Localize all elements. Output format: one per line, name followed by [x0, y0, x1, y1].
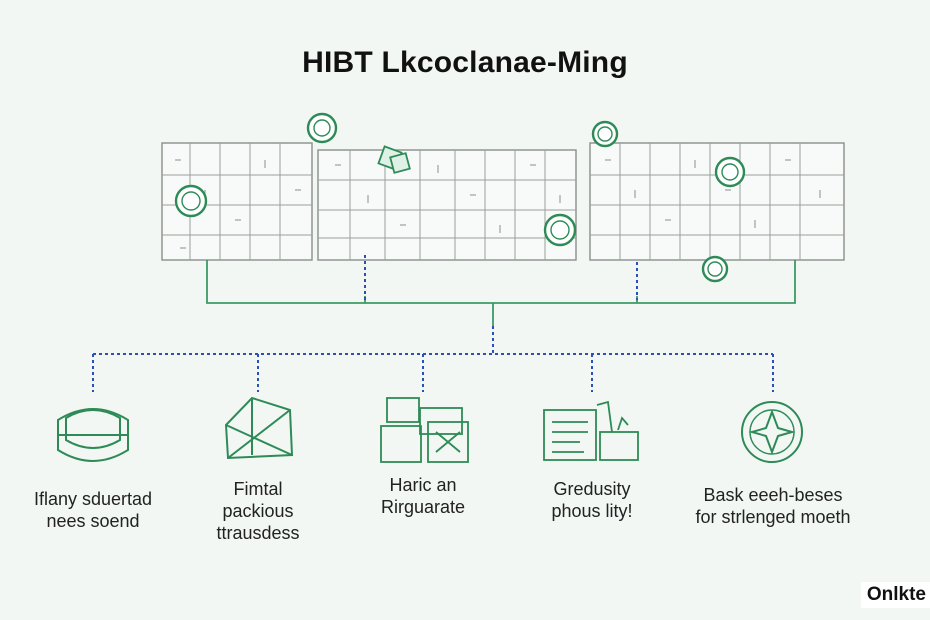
coin-icon: [174, 184, 208, 218]
item-label-4: Gredusity phous lity!: [551, 479, 633, 521]
coin-icon: [543, 213, 577, 247]
coin-icon: [306, 112, 338, 144]
coin-badges: [174, 112, 746, 283]
panel-strip: [161, 142, 845, 261]
item-label-3: Haric an Rirguarate: [380, 475, 466, 517]
panel-grid: [162, 143, 844, 260]
compass-icon: [741, 401, 803, 463]
box-icon: [57, 408, 129, 462]
documents-icon: [380, 397, 469, 463]
coin-icon: [701, 255, 729, 283]
item-label-1: Iflany sduertad nees soend: [33, 489, 153, 531]
item-label-2: Fimtal packious ttrausdess: [216, 479, 300, 543]
diagram-title: HIBT Lkcoclanae-Ming: [302, 46, 628, 79]
panel-block-3: [589, 142, 845, 261]
brand-logo: Onlkte: [860, 582, 930, 608]
chart-board-icon: [543, 400, 639, 461]
dotted-links: [92, 255, 774, 392]
panel-ticks: [175, 159, 821, 249]
package-icon: [224, 396, 294, 460]
item-label-5: Bask eeeh-beses for strlenged moeth: [695, 485, 851, 527]
small-packet-icon: [377, 145, 411, 174]
coin-icon: [714, 156, 746, 188]
coin-icon: [591, 120, 619, 148]
panel-block-2: [317, 149, 577, 261]
